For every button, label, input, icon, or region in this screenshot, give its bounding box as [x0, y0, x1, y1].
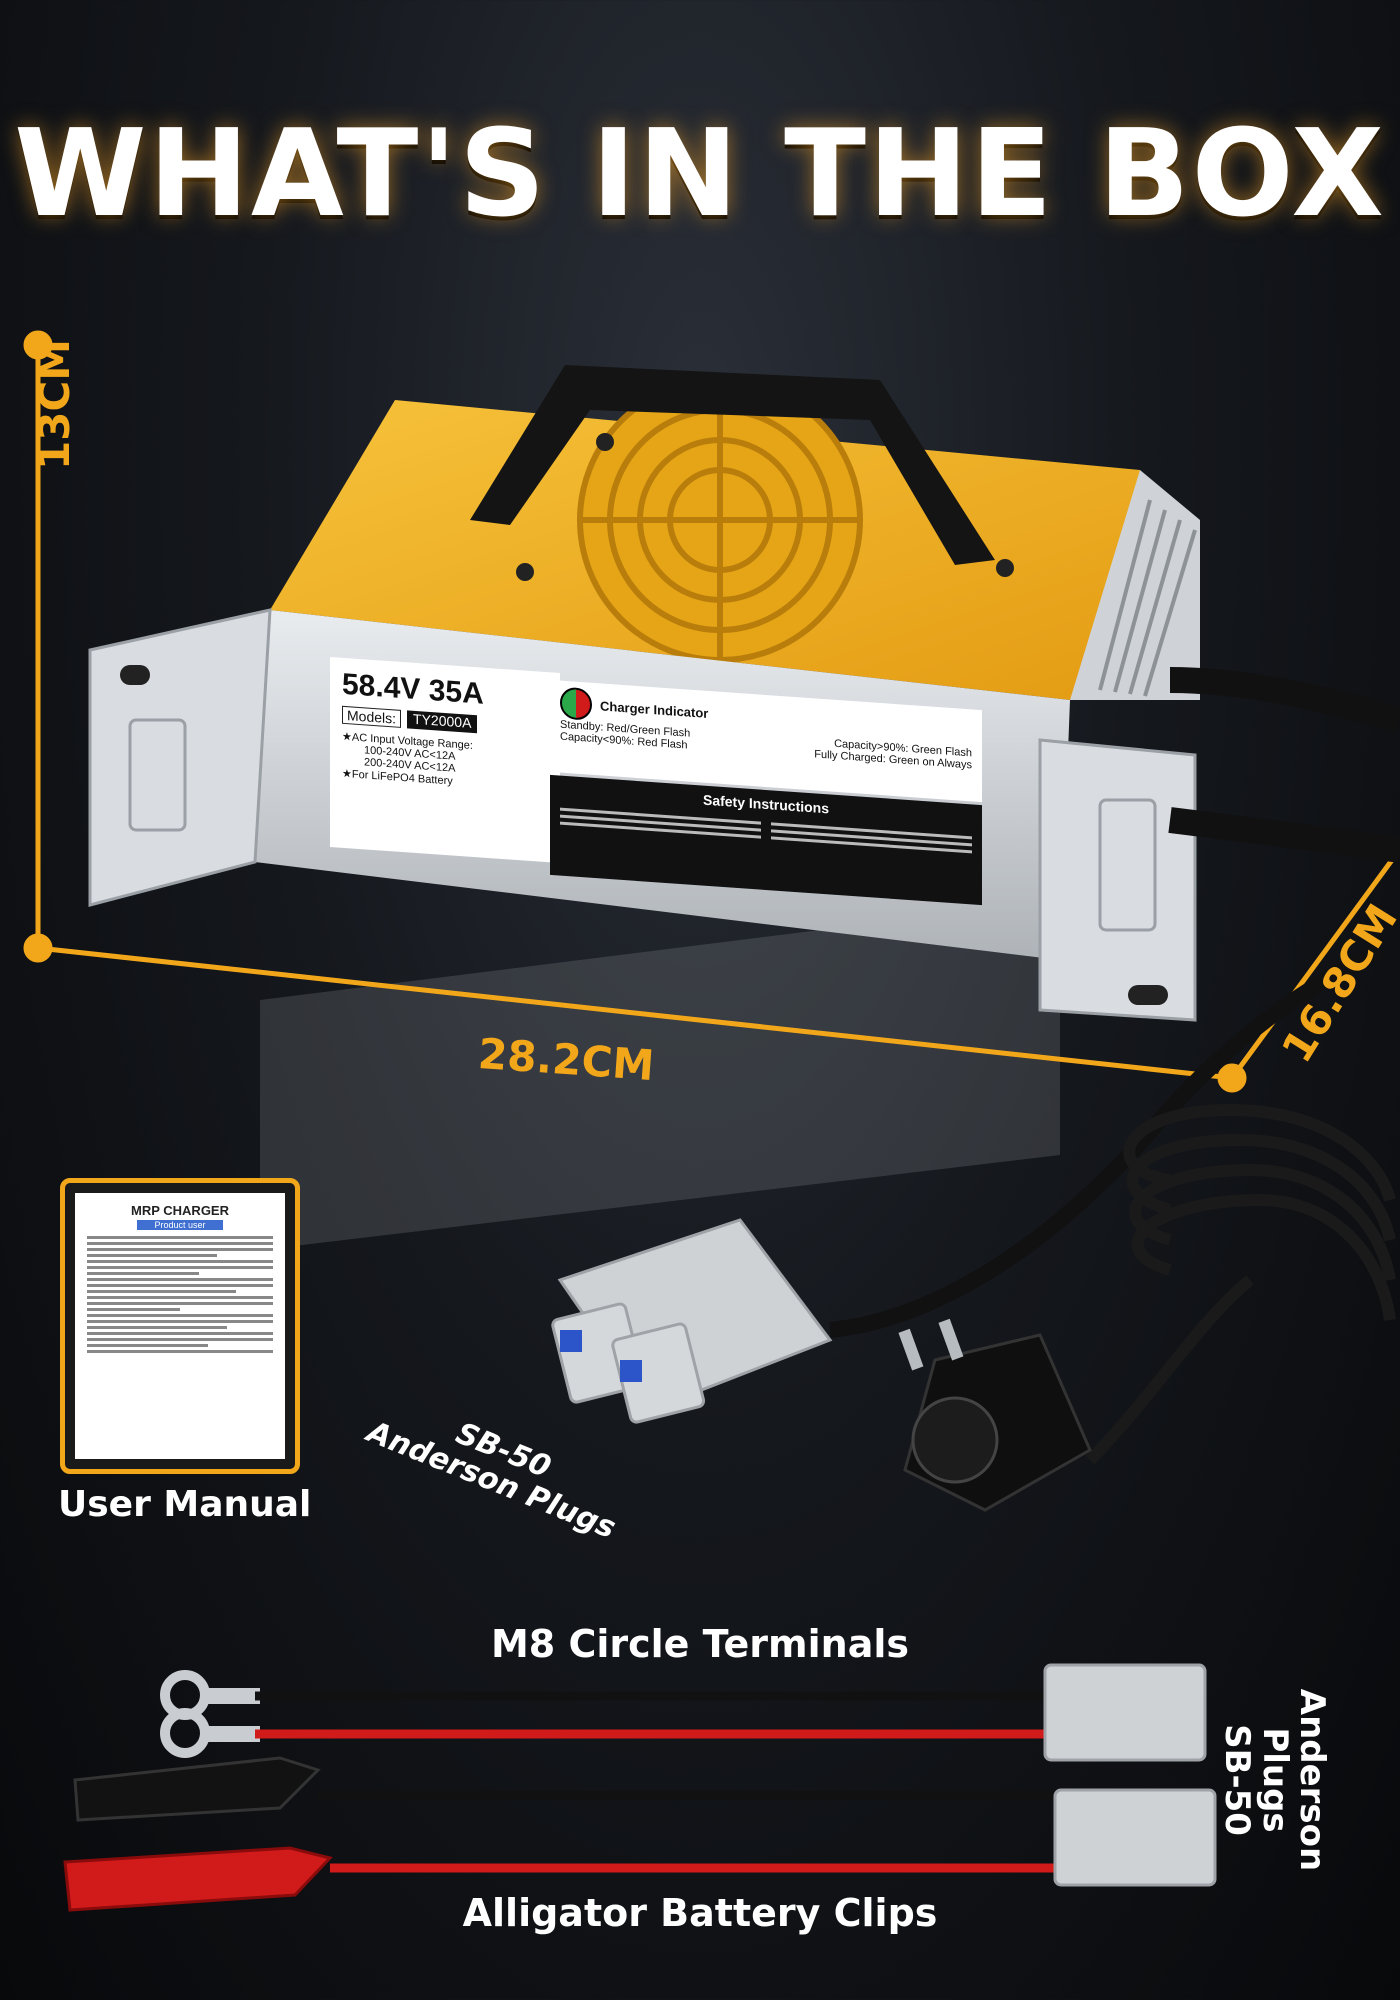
heatsink-fins — [1070, 470, 1200, 700]
user-manual-card: MRP CHARGER Product user — [60, 1178, 300, 1474]
bottom-anderson-plugs — [1043, 1663, 1217, 1887]
carry-handle — [470, 365, 995, 565]
right-flange — [1038, 738, 1197, 1022]
manual-page: MRP CHARGER Product user — [75, 1193, 285, 1459]
height-dimension: 13CM — [30, 338, 79, 470]
alligator-clip-cables — [63, 1756, 1060, 1912]
page-title: WHAT'S IN THE BOX — [14, 105, 1386, 244]
charger-spec-label: 58.4V 35A Models: TY2000A ★AC Input Volt… — [330, 656, 560, 864]
indicator-title: Charger Indicator — [600, 697, 709, 721]
m8-terminal-cables — [160, 1670, 1050, 1758]
terminals-label: M8 Circle Terminals — [490, 1622, 910, 1666]
models-label: Models: — [342, 705, 402, 728]
right-plug-line2: Anderson Plugs — [1254, 1688, 1332, 1872]
dimension-lines — [23, 330, 1395, 1093]
fan-grille — [577, 377, 863, 663]
manual-title: MRP CHARGER — [131, 1203, 229, 1218]
clips-label: Alligator Battery Clips — [462, 1891, 938, 1935]
left-flange — [88, 608, 272, 907]
right-plug-label: Anderson Plugs SB-50 — [1217, 1650, 1332, 1910]
right-plug-line1: SB-50 — [1217, 1724, 1258, 1836]
model-number: TY2000A — [407, 710, 478, 734]
manual-caption: User Manual — [58, 1484, 312, 1525]
eu-plug — [898, 1318, 1092, 1512]
status-led-icon — [560, 686, 592, 721]
ac-power-cable — [1085, 1103, 1396, 1465]
center-anderson-plug — [551, 942, 1384, 1424]
manual-subtitle: Product user — [137, 1220, 223, 1230]
